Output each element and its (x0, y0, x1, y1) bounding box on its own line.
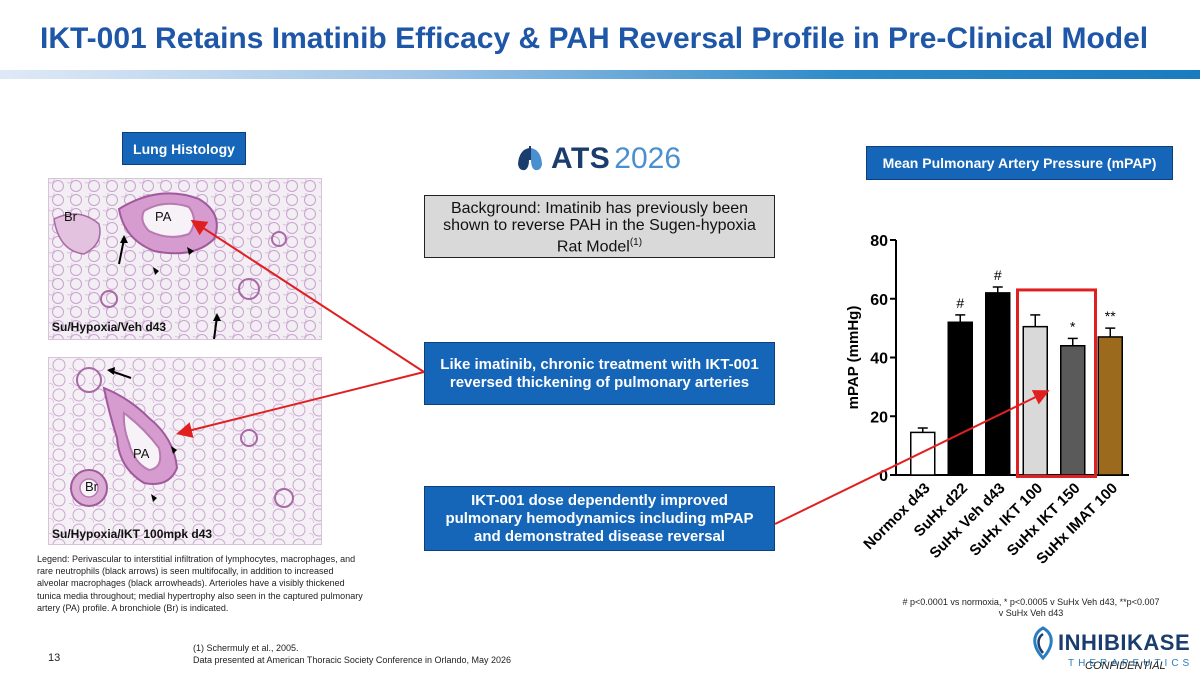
callout-hemodynamics: IKT-001 dose dependently improved pulmon… (424, 486, 775, 551)
footnote-reference: (1) Schermuly et al., 2005. (193, 643, 299, 653)
company-subtitle: THERAPEUTICS (1068, 658, 1194, 669)
footnote: (1) Schermuly et al., 2005. Data present… (193, 642, 511, 666)
y-tick-label: 60 (870, 292, 888, 309)
bar (1060, 345, 1086, 476)
y-tick-label: 40 (870, 351, 888, 368)
y-axis-label: mPAP (mmHg) (845, 306, 862, 410)
histology-legend: Legend: Perivascular to interstitial inf… (37, 554, 363, 613)
bar (985, 292, 1011, 476)
y-tick-label: 0 (879, 468, 888, 485)
callout-thickening: Like imatinib, chronic treatment with IK… (424, 342, 775, 405)
significance-mark: * (1070, 318, 1076, 334)
page-number: 13 (48, 652, 61, 664)
company-logo-icon (1033, 626, 1053, 660)
bronchiole-tag-2: Br (85, 479, 98, 494)
y-tick-label: 20 (870, 409, 888, 426)
bar (910, 431, 936, 476)
page-title: IKT-001 Retains Imatinib Efficacy & PAH … (40, 22, 1149, 55)
histology-caption-ikt: Su/Hypoxia/IKT 100mpk d43 (52, 527, 213, 541)
bar (1022, 325, 1048, 476)
mpap-chart-header: Mean Pulmonary Artery Pressure (mPAP) (866, 146, 1173, 180)
bronchiole-tag: Br (64, 209, 77, 224)
confidential-label: CONFIDENTIAL (1085, 660, 1166, 672)
company-name: INHIBIKASE (1058, 630, 1191, 655)
title-divider (0, 70, 1200, 79)
background-text: Background: Imatinib has previously been… (443, 200, 756, 256)
background-reference: (1) (629, 237, 643, 248)
histology-caption-vehicle: Su/Hypoxia/Veh d43 (52, 320, 167, 334)
ats-logo-year: 2026 (614, 142, 682, 175)
statistics-note: # p<0.0001 vs normoxia, * p<0.0005 v SuH… (902, 597, 1160, 618)
lung-histology-label: Lung Histology (122, 132, 246, 165)
significance-mark: # (956, 295, 964, 311)
company-logo: INHIBIKASE THERAPEUTICS (1028, 626, 1193, 669)
ats-lungs-icon (518, 146, 542, 171)
ats-conference-logo: ATS 2026 (515, 142, 681, 176)
histology-image-vehicle (48, 178, 322, 340)
significance-mark: # (994, 267, 1002, 283)
background-box: Background: Imatinib has previously been… (424, 195, 775, 258)
y-tick-label: 80 (870, 233, 888, 250)
significance-mark: ** (1105, 308, 1116, 324)
histology-image-ikt (48, 357, 322, 545)
highlight-box (1016, 288, 1097, 478)
bar (947, 321, 973, 476)
pulmonary-artery-tag: PA (155, 209, 172, 224)
footnote-conference: Data presented at American Thoracic Soci… (193, 655, 512, 665)
pulmonary-artery-tag-2: PA (133, 446, 150, 461)
bar (1097, 336, 1123, 476)
ats-logo-text: ATS (551, 142, 611, 175)
